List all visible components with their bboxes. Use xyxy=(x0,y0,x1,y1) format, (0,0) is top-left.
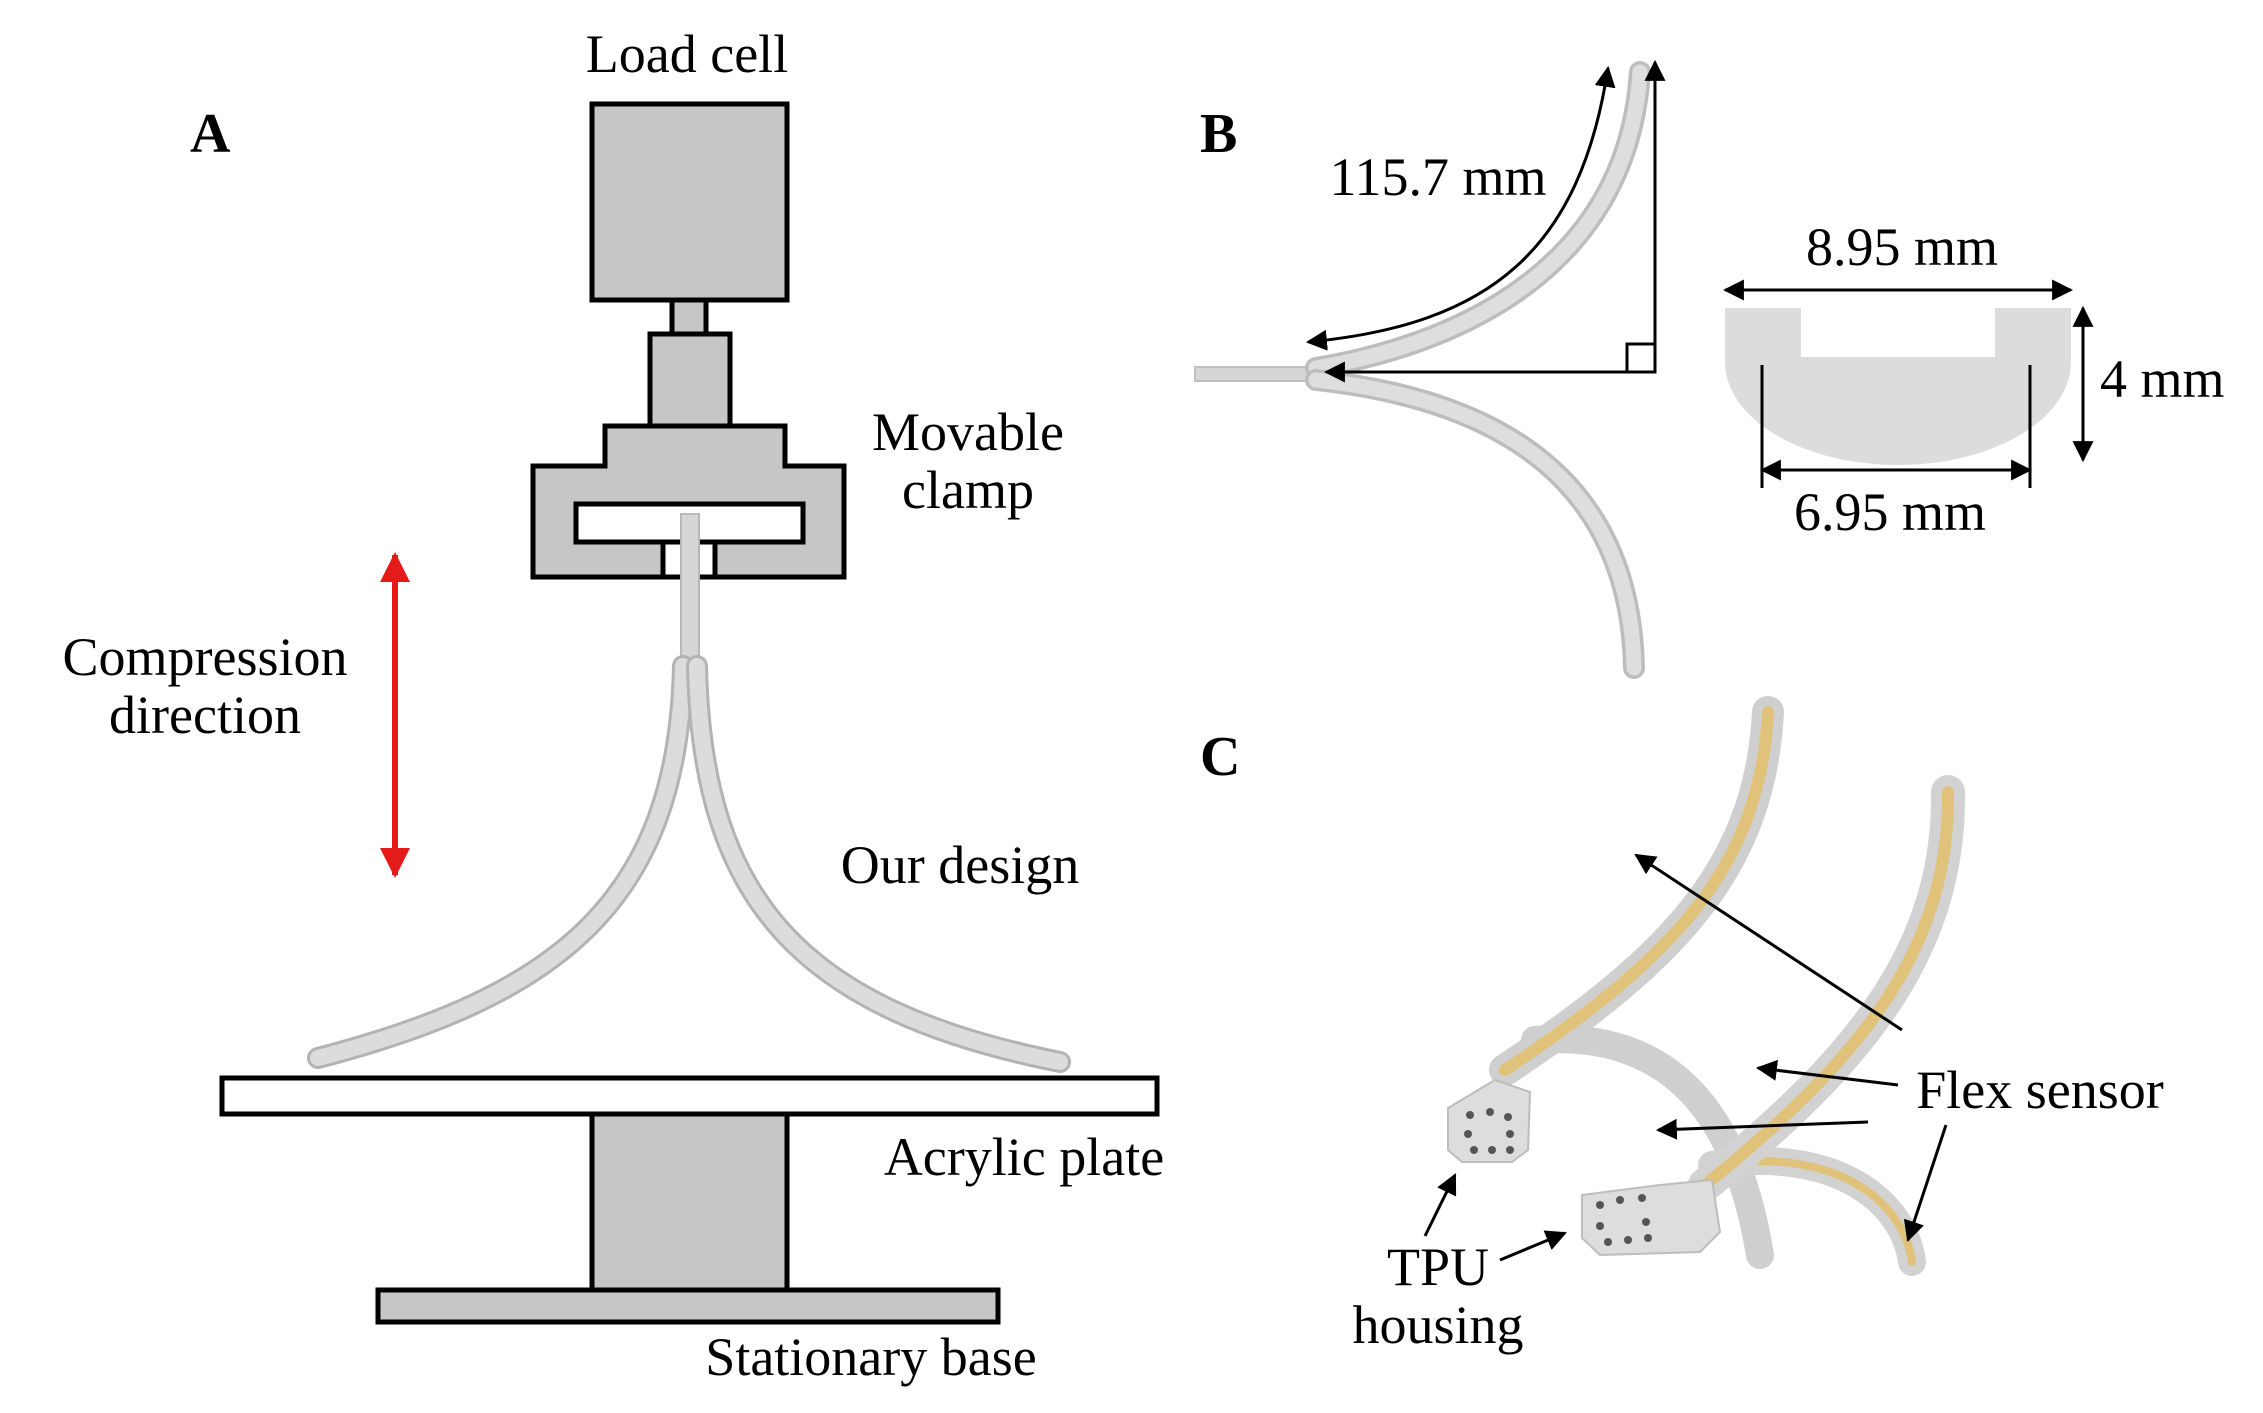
base-plate xyxy=(375,1287,1001,1325)
design-stem xyxy=(680,513,700,667)
load-cell-connector xyxy=(647,331,733,429)
front-tpu-housing xyxy=(1581,1178,1722,1257)
load-cell-body xyxy=(589,101,790,303)
back-flex-sensor xyxy=(1499,706,1774,1076)
our-design-label: Our design xyxy=(841,835,1079,895)
stationary-base-label: Stationary base xyxy=(705,1327,1036,1387)
arc-length-arrow xyxy=(1305,65,1616,351)
right-angle-mark xyxy=(1625,342,1657,374)
compression-label-2: direction xyxy=(109,685,301,745)
panel-b: B 115.7 mm 8.95 mm 6.95 mm 4 mm xyxy=(1194,59,2225,679)
panel-c: C Flex sensor xyxy=(1200,696,2164,1355)
panel-a: A Load cell Movable clamp Compression di… xyxy=(62,24,1164,1387)
back-tpu-housing xyxy=(1447,1078,1532,1163)
movable-clamp: Movable clamp xyxy=(530,402,1064,580)
flex-leader-4 xyxy=(1903,1124,1948,1242)
load-cell-label: Load cell xyxy=(586,24,788,84)
tpu-leader-2 xyxy=(1499,1230,1567,1262)
compression-label-1: Compression xyxy=(62,627,347,687)
load-cell-stem xyxy=(669,297,709,337)
acrylic-plate-label: Acrylic plate xyxy=(884,1127,1164,1187)
inner-width-label: 6.95 mm xyxy=(1794,482,1986,542)
flex-leader-3 xyxy=(1655,1118,1869,1140)
movable-clamp-label-1: Movable xyxy=(872,402,1064,462)
compression-direction: Compression direction xyxy=(62,552,410,878)
side-profile: 115.7 mm xyxy=(1194,59,1666,679)
front-flex-sensor xyxy=(1699,786,1955,1191)
flex-sensor-callout: Flex sensor xyxy=(1634,853,2164,1242)
height-label: 4 mm xyxy=(2100,349,2225,409)
back-housing-holes xyxy=(1464,1108,1514,1154)
acrylic-plate: Acrylic plate xyxy=(219,1075,1164,1187)
design-right-arm xyxy=(689,658,1068,1070)
cross-section-shape xyxy=(1725,308,2071,465)
flex-leader-1 xyxy=(1634,853,1903,1032)
outer-width-label: 8.95 mm xyxy=(1806,217,1998,277)
cross-section: 8.95 mm 6.95 mm 4 mm xyxy=(1722,217,2225,542)
base-column xyxy=(589,1111,790,1293)
panel-b-letter: B xyxy=(1200,103,1237,165)
design-left-arm xyxy=(310,658,691,1066)
flex-sensor-label: Flex sensor xyxy=(1916,1060,2164,1120)
panel-c-letter: C xyxy=(1200,726,1240,788)
tpu-housing-callout: TPU housing xyxy=(1352,1173,1567,1355)
stationary-base: Stationary base xyxy=(375,1111,1037,1387)
flex-leader-2 xyxy=(1755,1059,1899,1087)
acrylic-plate-body xyxy=(219,1075,1160,1117)
tpu-label-1: TPU xyxy=(1387,1237,1489,1297)
our-design: Our design xyxy=(307,513,1079,1073)
rendered-module-back xyxy=(1447,696,1784,1269)
arc-length-label: 115.7 mm xyxy=(1329,147,1546,207)
panel-a-letter: A xyxy=(190,103,231,165)
profile-stem xyxy=(1194,366,1316,382)
back-upper-arm xyxy=(1489,696,1784,1086)
front-housing-holes xyxy=(1596,1194,1652,1246)
load-cell: Load cell xyxy=(586,24,790,429)
movable-clamp-label-2: clamp xyxy=(902,460,1034,520)
back-lower-arm xyxy=(1521,1025,1774,1269)
profile-upper-arm xyxy=(1308,64,1648,376)
profile-lower-arm xyxy=(1308,372,1642,676)
tpu-leader-1 xyxy=(1423,1173,1457,1237)
rendered-module-front xyxy=(1581,775,1966,1276)
tpu-label-2: housing xyxy=(1352,1295,1523,1355)
